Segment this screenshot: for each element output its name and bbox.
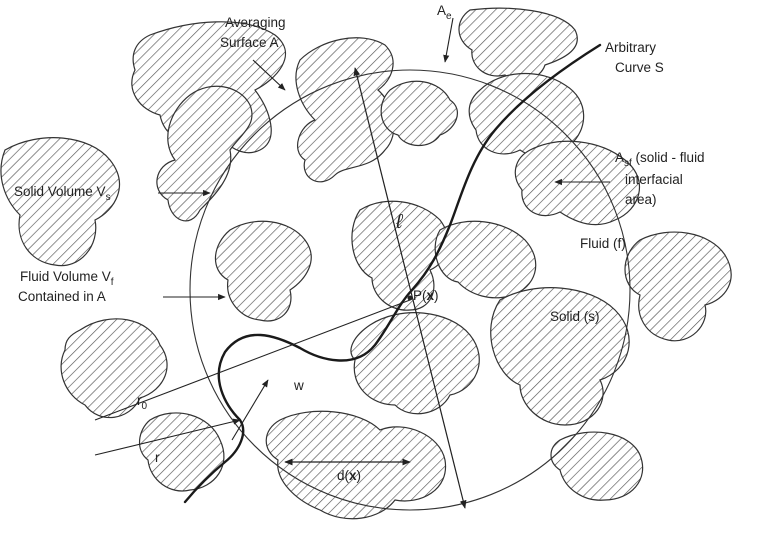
w-label: w — [293, 378, 304, 393]
ell-label: ℓ — [395, 211, 404, 233]
solid-volume-label: Solid Volume Vs — [14, 184, 111, 203]
fluid-volume-label-line1: Fluid Volume Vf — [20, 269, 114, 288]
solid-grains — [0, 7, 732, 520]
solid-grain — [490, 287, 630, 426]
r0-line — [94, 299, 411, 421]
solid-s-label: Solid (s) — [550, 309, 600, 324]
r-label: r — [155, 450, 160, 465]
point-p — [407, 295, 413, 301]
solid-grain — [295, 37, 395, 183]
solid-grain — [156, 85, 253, 222]
solid-grain — [214, 220, 312, 322]
arbitrary-label-line1: Arbitrary — [605, 40, 656, 55]
solid-grain — [434, 220, 537, 299]
asf-label-line3: area) — [625, 192, 657, 207]
solid-grain — [60, 318, 168, 419]
solid-grain — [550, 431, 644, 501]
r0-label: r0 — [137, 393, 148, 412]
w-vector — [231, 379, 269, 441]
solid-grain — [458, 7, 578, 81]
solid-grain — [514, 140, 641, 226]
p-x-label: P(x) — [413, 288, 439, 303]
solid-grain — [0, 137, 120, 267]
diameter-line — [353, 67, 467, 509]
r-line — [94, 418, 241, 456]
asf-label-line1: Asf (solid - fluid — [615, 150, 705, 169]
solid-grain — [139, 412, 225, 492]
solid-grain — [624, 231, 732, 342]
averaging-label-line1: Averaging — [225, 15, 286, 30]
arbitrary-label-line2: Curve S — [615, 60, 664, 75]
asf-label-line2: interfacial — [625, 172, 683, 187]
solid-grain — [265, 410, 447, 520]
solid-grain — [350, 312, 480, 415]
ae-leader — [443, 17, 454, 63]
fluid-f-label: Fluid (f) — [580, 236, 626, 251]
averaging-surface-leader — [252, 59, 286, 91]
averaging-label-line2: Surface A — [220, 35, 279, 50]
ae-label: Ae — [437, 3, 452, 22]
fluid-volume-label-line2: Contained in A — [18, 289, 106, 304]
d-x-label: d(x) — [337, 468, 361, 483]
